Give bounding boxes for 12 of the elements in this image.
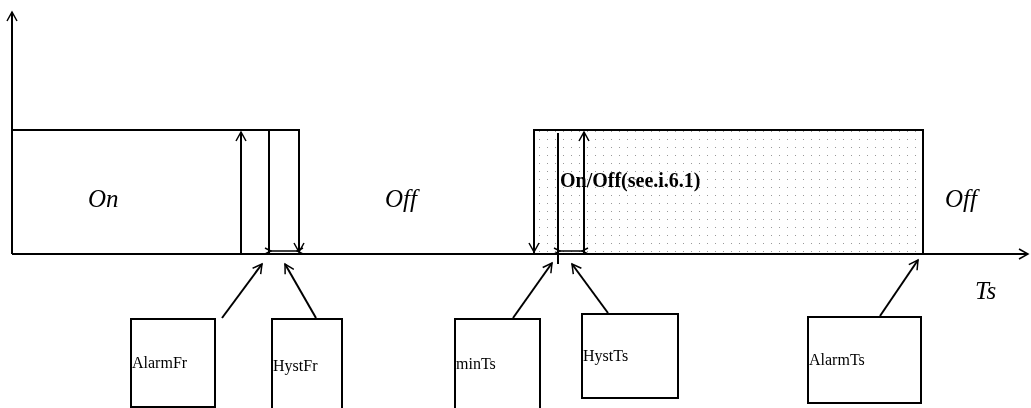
leader-line	[571, 263, 609, 314]
state-label: On	[88, 186, 119, 211]
text-box: AlarmFr	[130, 318, 216, 408]
leader-line	[221, 263, 263, 319]
text-box: AlarmTs	[807, 316, 922, 404]
text-box: HystFr	[271, 318, 343, 408]
leader-line	[284, 263, 317, 319]
leader-line	[512, 262, 553, 319]
state-label: Ts	[975, 278, 997, 303]
text-box: HystTs	[581, 313, 679, 399]
text-box: minTs	[454, 318, 541, 408]
leader-line	[879, 259, 919, 317]
